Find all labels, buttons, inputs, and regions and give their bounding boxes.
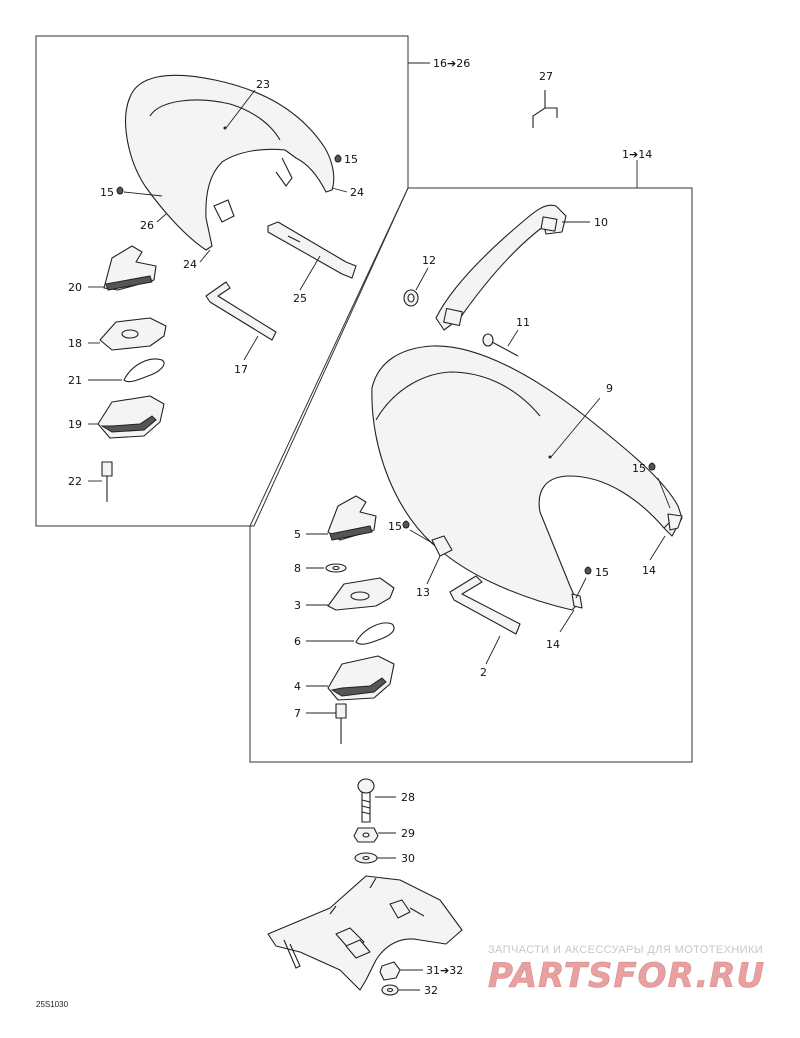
callout-14-right: 14: [642, 564, 656, 577]
part-6-loop: [355, 622, 395, 645]
group-label-lower: 1➔14: [622, 148, 652, 161]
part-9-seat: [371, 345, 683, 611]
upper-group-frame: [35, 35, 409, 527]
seat-base-tray: [267, 875, 463, 991]
callout-25: 25: [293, 292, 307, 305]
callout-15-c: 15: [632, 462, 646, 475]
part-18-plate: [99, 317, 167, 351]
lower-group-frame: [249, 187, 693, 763]
callout-14-bottom: 14: [546, 638, 560, 651]
callout-20: 20: [68, 281, 82, 294]
part-2-hex-key: [449, 575, 521, 635]
callout-10: 10: [594, 216, 608, 229]
callout-23: 23: [256, 78, 270, 91]
callout-18: 18: [68, 337, 82, 350]
part-12-grommet: [403, 289, 419, 307]
callout-31: 31➔32: [426, 964, 463, 977]
callout-26: 26: [140, 219, 154, 232]
callout-17: 17: [234, 363, 248, 376]
callout-32: 32: [424, 984, 438, 997]
part-23-seat: [125, 74, 335, 251]
part-25-strap: [267, 221, 357, 279]
watermark-tagline: ЗАПЧАСТИ И АКСЕССУАРЫ ДЛЯ МОТОТЕХНИКИ: [488, 944, 764, 956]
callout-6: 6: [294, 635, 301, 648]
part-19-base: [97, 395, 165, 439]
callout-3: 3: [294, 599, 301, 612]
part-27-bracket: [532, 90, 558, 128]
part-32-washer: [381, 984, 399, 996]
part-31-nut: [379, 961, 401, 981]
part-29-nut: [353, 827, 379, 843]
part-5-latch: [327, 495, 377, 541]
callout-24-upper: 24: [350, 186, 364, 199]
callout-11: 11: [516, 316, 530, 329]
callout-22: 22: [68, 475, 82, 488]
part-7-rivet: [335, 703, 347, 744]
part-11-bolt: [482, 333, 519, 357]
part-4-base: [327, 655, 395, 701]
callout-9: 9: [606, 382, 613, 395]
callout-13: 13: [416, 586, 430, 599]
callout-29: 29: [401, 827, 415, 840]
callout-21: 21: [68, 374, 82, 387]
watermark-logo: PARTSFOR.RU: [488, 956, 765, 995]
part-30-washer: [354, 852, 378, 864]
callout-27: 27: [539, 70, 553, 83]
callout-30: 30: [401, 852, 415, 865]
part-22-rivet: [101, 461, 113, 502]
callout-7: 7: [294, 707, 301, 720]
callout-24-lower: 24: [183, 258, 197, 271]
callout-8: 8: [294, 562, 301, 575]
part-17-hex-key: [205, 281, 277, 341]
callout-28: 28: [401, 791, 415, 804]
part-20-latch: [103, 245, 157, 291]
group-label-upper: 16➔26: [433, 57, 470, 70]
part-3-plate: [327, 577, 395, 611]
callout-15-e: 15: [595, 566, 609, 579]
callout-12: 12: [422, 254, 436, 267]
part-10-grab-handle: [435, 204, 567, 331]
callout-19: 19: [68, 418, 82, 431]
callout-2: 2: [480, 666, 487, 679]
callout-15-d: 15: [388, 520, 402, 533]
part-8-washer: [325, 563, 347, 573]
callout-5: 5: [294, 528, 301, 541]
part-21-loop: [123, 358, 165, 383]
diagram-code: 25S1030: [36, 1000, 69, 1009]
callout-4: 4: [294, 680, 301, 693]
svg-text:PARTSFOR.RU: PARTSFOR.RU: [488, 956, 765, 995]
callout-15-b: 15: [100, 186, 114, 199]
part-28-bolt: [357, 778, 375, 823]
callout-15-a: 15: [344, 153, 358, 166]
